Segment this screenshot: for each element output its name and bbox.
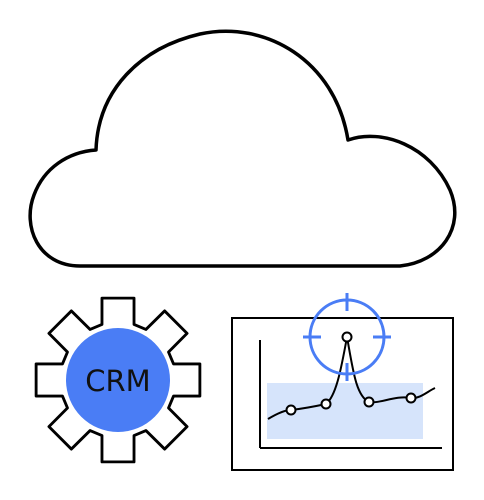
crosshair-icon: [303, 293, 391, 381]
cloud-icon: [28, 29, 457, 268]
chart-panel-icon: [231, 317, 454, 471]
data-point: [285, 404, 297, 416]
data-point: [320, 398, 332, 410]
data-point: [363, 396, 375, 408]
data-point: [405, 392, 417, 404]
data-point: [341, 331, 353, 343]
crm-label: CRM: [85, 364, 150, 398]
crm-badge: [66, 328, 170, 432]
gear-icon: CRM: [34, 296, 202, 464]
